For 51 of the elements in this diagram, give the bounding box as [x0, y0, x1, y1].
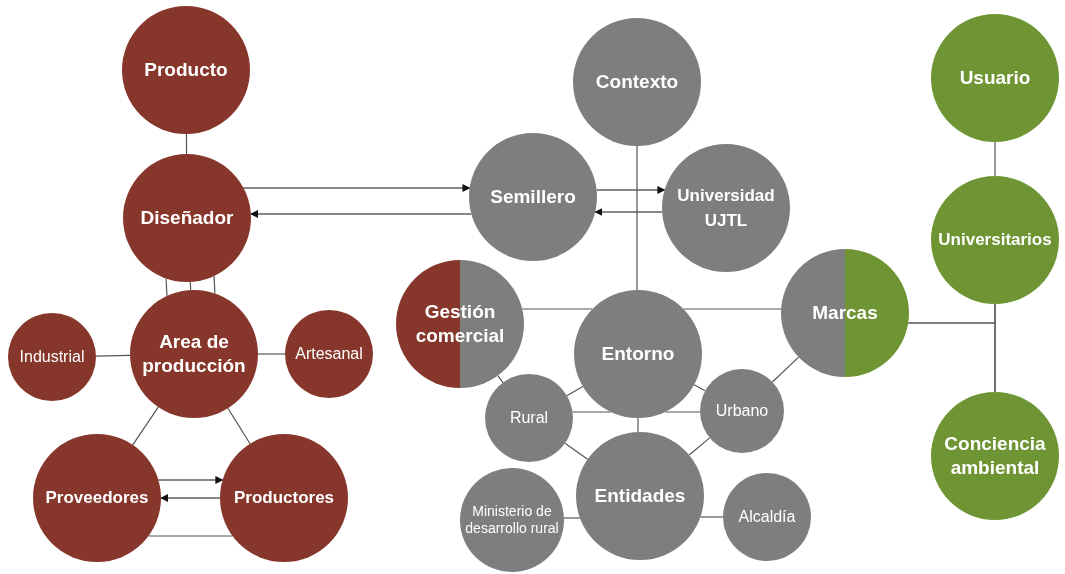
- connector-line: [771, 356, 800, 383]
- connector-line: [693, 384, 706, 392]
- connector-line: [664, 411, 701, 413]
- node-label: Rural: [508, 408, 550, 428]
- connector-line: [132, 406, 159, 446]
- connector-line: [637, 417, 639, 433]
- node-label: Urbano: [714, 401, 770, 421]
- node-label: Usuario: [958, 66, 1032, 90]
- arrow: [596, 186, 666, 194]
- node-label: Alcaldía: [737, 507, 797, 527]
- node-label: Semillero: [489, 185, 577, 209]
- connector-line: [165, 277, 168, 297]
- node-label: Artesanal: [294, 344, 364, 364]
- connector-line: [699, 516, 724, 518]
- node-label: Proveedores: [44, 487, 150, 510]
- node-label: Industrial: [18, 347, 86, 367]
- node-label: Universidad UJTL: [676, 184, 776, 232]
- connector-line: [257, 353, 286, 355]
- node-label: Productores: [232, 487, 336, 510]
- connector-line: [994, 303, 996, 393]
- connector-line: [572, 411, 612, 413]
- node-label: Contexto: [594, 70, 680, 94]
- connector-line: [682, 308, 782, 310]
- connector-line: [185, 133, 188, 155]
- arrow: [160, 494, 221, 502]
- node-label: Producto: [143, 58, 229, 82]
- node-label: Entorno: [600, 342, 676, 366]
- node-label: Marcas: [811, 301, 879, 325]
- connector-line: [994, 141, 996, 177]
- node-label: Conciencia ambiental: [943, 432, 1047, 480]
- arrow: [250, 210, 472, 218]
- node-label: Universitarios: [937, 229, 1053, 252]
- node-label: Entidades: [593, 484, 687, 508]
- arrow: [242, 184, 471, 192]
- connector-line: [636, 145, 638, 291]
- connector-line: [521, 308, 594, 310]
- arrow: [594, 208, 663, 216]
- connector-line: [147, 535, 234, 537]
- connector-line: [566, 385, 584, 397]
- node-label: Diseñador: [139, 206, 235, 230]
- arrow: [157, 476, 224, 484]
- node-label: Area de producción: [141, 330, 247, 378]
- connector-line: [564, 442, 589, 460]
- connector-line: [227, 407, 251, 445]
- node-label: Ministerio de desarrollo rural: [464, 502, 560, 538]
- connector-line: [563, 517, 581, 519]
- connector-line: [95, 354, 131, 357]
- connector-line: [497, 375, 504, 384]
- node-label: Gestión comercial: [414, 300, 506, 348]
- connector-line: [213, 275, 216, 295]
- connector-line: [688, 437, 711, 456]
